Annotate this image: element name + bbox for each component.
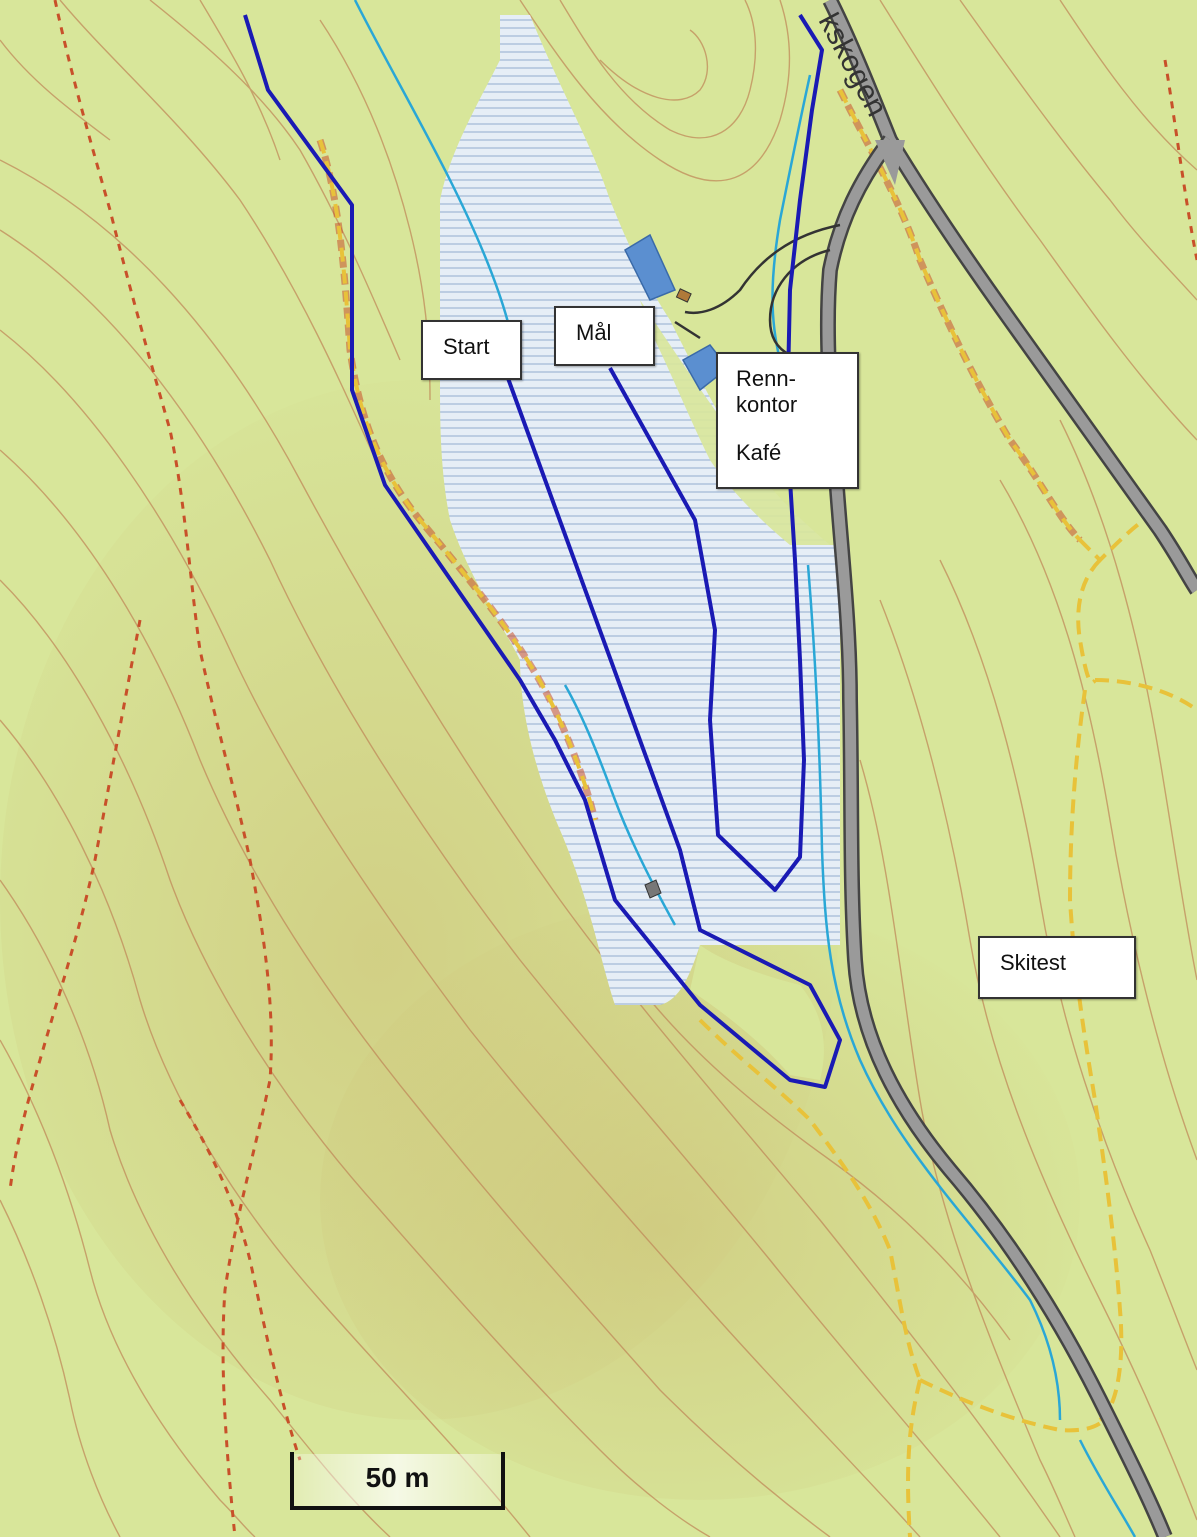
- access-roads: [674, 223, 841, 357]
- skitest-label-text: Skitest: [1000, 950, 1067, 975]
- yellow-trails: [316, 88, 1197, 1537]
- lake: [440, 15, 840, 1005]
- race-routes: [243, 13, 842, 1089]
- building-small: [675, 288, 692, 303]
- red-dashed-paths: [8, 0, 1197, 1537]
- scale-bar: 50 m: [290, 1452, 505, 1514]
- streams: [353, 0, 1137, 1537]
- scale-bar-background: [294, 1454, 501, 1510]
- scale-bar-line: [290, 1506, 505, 1510]
- office-cafe-label: Renn- kontor Kafé: [716, 352, 859, 489]
- cafe-label: Kafé: [736, 440, 782, 465]
- road: [819, 0, 1197, 1537]
- route-outer: [243, 14, 842, 1089]
- finish-label: Mål: [554, 306, 655, 366]
- hill-shading: [320, 900, 1080, 1500]
- building: [624, 233, 677, 301]
- scale-bar-right-tick: [501, 1452, 505, 1510]
- buildings: [624, 233, 730, 899]
- finish-label-text: Mål: [576, 320, 612, 345]
- shore-meadow: [640, 300, 840, 545]
- route-inner: [608, 13, 824, 892]
- start-label-text: Start: [443, 334, 490, 359]
- office-label-line2: kontor: [736, 392, 798, 417]
- office-label-line1: Renn-: [736, 366, 796, 391]
- lake-meadow: [690, 945, 824, 1080]
- start-label: Start: [421, 320, 522, 380]
- skitest-label: Skitest: [978, 936, 1136, 999]
- scale-bar-text: 50 m: [365, 1462, 430, 1493]
- building-small: [644, 879, 662, 899]
- scale-bar-left-tick: [290, 1452, 294, 1510]
